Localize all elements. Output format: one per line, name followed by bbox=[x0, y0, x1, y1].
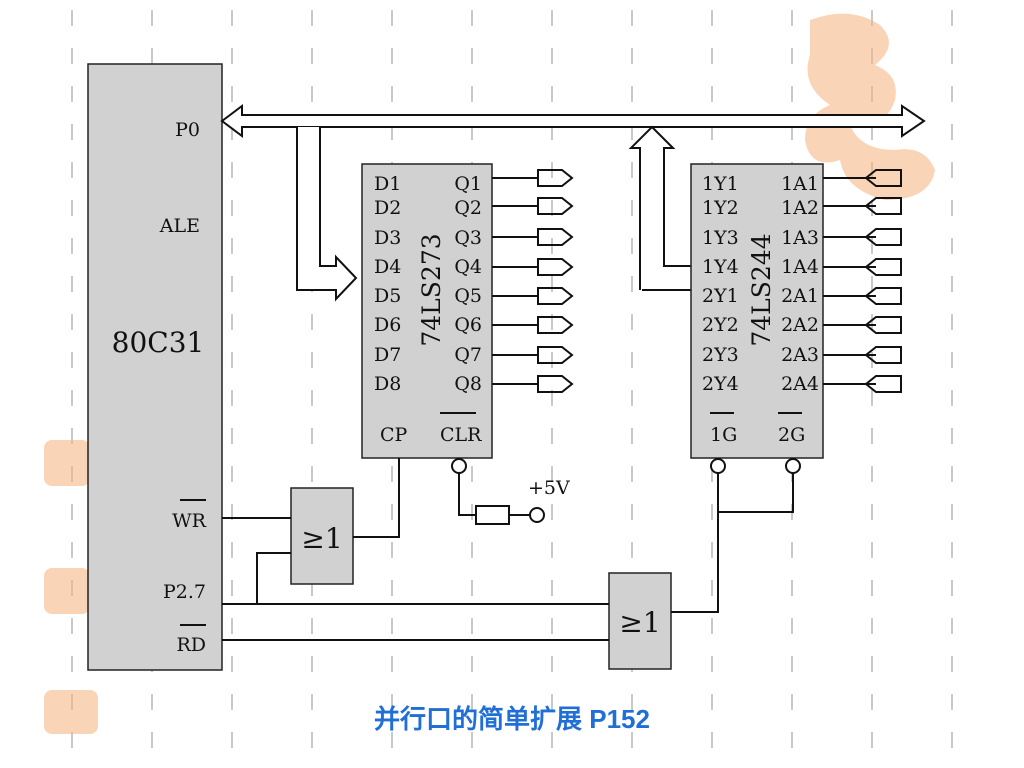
cpu-name: 80C31 bbox=[112, 326, 205, 359]
latch-output-connectors bbox=[492, 169, 574, 393]
latch-q3: Q3 bbox=[454, 227, 482, 249]
buffer-74ls244 bbox=[690, 163, 824, 459]
or-gate-1-symbol: ≥1 bbox=[301, 522, 342, 555]
latch-q5: Q5 bbox=[454, 285, 482, 307]
buffer-2y1: 2Y1 bbox=[702, 285, 739, 307]
cpu-block bbox=[87, 63, 223, 671]
buffer-2y3: 2Y3 bbox=[702, 344, 739, 366]
latch-d4: D4 bbox=[374, 256, 401, 278]
buffer-name: 74LS244 bbox=[747, 233, 776, 346]
buffer-2a2: 2A2 bbox=[781, 314, 819, 336]
buffer-1a2: 1A2 bbox=[781, 197, 819, 219]
latch-d6: D6 bbox=[374, 314, 401, 336]
buffer-outputs: 1Y1 1Y2 1Y3 1Y4 2Y1 2Y2 2Y3 2Y4 bbox=[702, 173, 739, 395]
resistor bbox=[475, 505, 510, 525]
seal-logo-small-1 bbox=[44, 440, 90, 486]
supply-label: +5V bbox=[528, 477, 570, 499]
buffer-1y1: 1Y1 bbox=[702, 173, 739, 195]
cpu-p0-label: P0 bbox=[175, 119, 200, 141]
buffer-inputs: 1A1 1A2 1A3 1A4 2A1 2A2 2A3 2A4 bbox=[781, 173, 819, 395]
cpu-p27-label: P2.7 bbox=[163, 581, 206, 603]
latch-q1: Q1 bbox=[454, 173, 482, 195]
buffer-2y4: 2Y4 bbox=[702, 373, 739, 395]
buffer-1y3: 1Y3 bbox=[702, 227, 739, 249]
latch-name: 74LS273 bbox=[417, 233, 446, 346]
latch-d1: D1 bbox=[374, 173, 401, 195]
latch-inputs: D1 D2 D3 D4 D5 D6 D7 D8 bbox=[374, 173, 401, 395]
cpu-rd-label: RD bbox=[176, 634, 206, 656]
clr-pullup bbox=[451, 458, 545, 525]
latch-d2: D2 bbox=[374, 197, 401, 219]
buffer-1g: 1G bbox=[710, 424, 737, 446]
seal-logo-small-3 bbox=[44, 690, 98, 734]
cpu-wr-label: WR bbox=[172, 510, 207, 532]
control-wires bbox=[222, 458, 801, 641]
buffer-2g: 2G bbox=[778, 424, 805, 446]
latch-d5: D5 bbox=[374, 285, 401, 307]
figure-caption: 并行口的简单扩展 P152 bbox=[374, 704, 650, 734]
seal-logo-large bbox=[805, 13, 935, 201]
buffer-1y2: 1Y2 bbox=[702, 197, 739, 219]
seal-logo-small-2 bbox=[44, 568, 90, 614]
latch-q4: Q4 bbox=[454, 256, 482, 278]
latch-clr: CLR bbox=[440, 424, 482, 446]
buffer-input-connectors bbox=[823, 169, 902, 393]
or-gate-2 bbox=[608, 572, 672, 670]
latch-outputs: Q1 Q2 Q3 Q4 Q5 Q6 Q7 Q8 bbox=[454, 173, 482, 395]
latch-q8: Q8 bbox=[454, 373, 482, 395]
buffer-1a4: 1A4 bbox=[781, 256, 819, 278]
buffer-1y4: 1Y4 bbox=[702, 256, 739, 278]
latch-cp: CP bbox=[380, 424, 408, 446]
buffer-2a3: 2A3 bbox=[781, 344, 819, 366]
latch-q6: Q6 bbox=[454, 314, 482, 336]
latch-q7: Q7 bbox=[454, 344, 482, 366]
buffer-2a4: 2A4 bbox=[781, 373, 819, 395]
buffer-1a3: 1A3 bbox=[781, 227, 819, 249]
buffer-2a1: 2A1 bbox=[781, 285, 819, 307]
latch-d3: D3 bbox=[374, 227, 401, 249]
or-gate-1 bbox=[290, 487, 354, 585]
latch-q2: Q2 bbox=[454, 197, 482, 219]
buffer-1a1: 1A1 bbox=[781, 173, 819, 195]
buffer-2y2: 2Y2 bbox=[702, 314, 739, 336]
or-gate-2-symbol: ≥1 bbox=[619, 606, 660, 639]
cpu-ale-label: ALE bbox=[159, 215, 200, 237]
latch-d7: D7 bbox=[374, 344, 401, 366]
latch-74ls273 bbox=[361, 163, 493, 459]
latch-d8: D8 bbox=[374, 373, 401, 395]
